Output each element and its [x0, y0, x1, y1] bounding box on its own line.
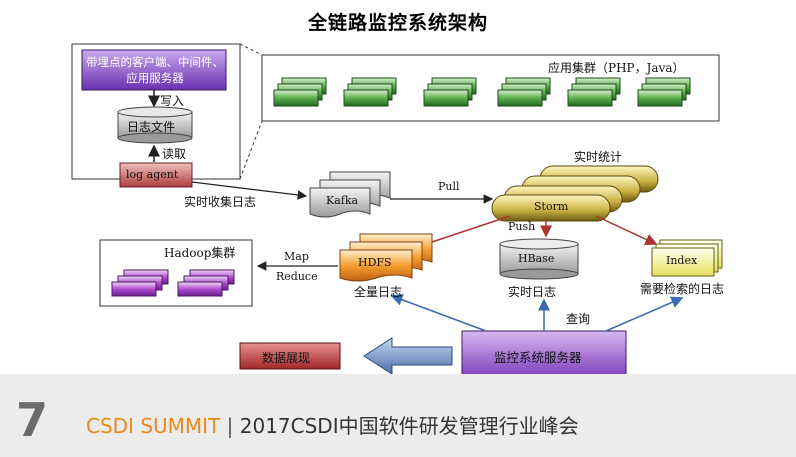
collect-arrow [191, 181, 308, 200]
app-server-stack-6 [637, 77, 691, 107]
realtime-stats-label: 实时统计 [574, 150, 623, 164]
query-arrow-hdfs [390, 294, 487, 332]
log-agent-label: log agent [126, 168, 179, 181]
hdfs-label: HDFS [358, 256, 392, 269]
data-display-box [239, 342, 341, 370]
read-label: 读取 [162, 147, 187, 161]
dashed-connector-bottom [239, 120, 263, 180]
monitor-server-label: 监控系统服务器 [494, 350, 582, 365]
dashed-connector-top [239, 43, 263, 56]
footer-separator: | [226, 414, 234, 438]
app-server-stack-3 [423, 77, 477, 107]
kafka-label: Kafka [326, 194, 359, 207]
realtime-logs-label: 实时日志 [508, 285, 557, 299]
map-label: Map [284, 250, 309, 263]
pull-label: Pull [438, 180, 460, 193]
log-agent-box [119, 162, 193, 188]
log-file-label: 日志文件 [127, 120, 176, 134]
page-title: 全链路监控系统架构 [307, 12, 488, 34]
write-label: 写入 [160, 94, 185, 108]
client-box-label: 带埋点的客户端、中间件、应用服务器 [86, 55, 224, 85]
app-server-stack-1 [273, 77, 327, 107]
push-label: Push [508, 220, 536, 233]
footer-bar [0, 374, 796, 457]
query-label: 查询 [566, 312, 591, 326]
storm-cluster [491, 165, 659, 222]
app-server-stack-2 [343, 77, 397, 107]
log-file-cylinder [117, 106, 193, 144]
index-label: Index [666, 254, 698, 267]
hadoop-server-stack-1 [111, 269, 169, 297]
kafka-stack [309, 171, 391, 218]
hadoop-label: Hadoop集群 [164, 246, 236, 260]
footer-logo: 7 [16, 393, 48, 447]
storm-label: Storm [534, 200, 569, 213]
app-cluster-label: 应用集群（PHP，Java） [548, 61, 685, 75]
footer-text: CSDI SUMMIT | 2017CSDI中国软件研发管理行业峰会 [86, 410, 579, 439]
reduce-label: Reduce [276, 270, 318, 283]
full-logs-label: 全量日志 [354, 285, 403, 299]
data-display-label: 数据展现 [262, 351, 311, 365]
client-box [81, 49, 227, 91]
app-server-stack-4 [497, 77, 551, 107]
hbase-label: HBase [518, 252, 555, 265]
footer-event: 2017CSDI中国软件研发管理行业峰会 [239, 414, 579, 438]
footer-brand: CSDI SUMMIT [86, 414, 221, 438]
monitor-server-box [461, 330, 627, 380]
query-arrow-index [605, 296, 684, 332]
storm-to-index-arrow [595, 215, 658, 245]
search-logs-label: 需要检索的日志 [640, 282, 725, 296]
storm-to-hdfs-arrow [418, 215, 511, 249]
hadoop-server-stack-2 [177, 269, 235, 297]
app-server-stack-5 [567, 77, 621, 107]
realtime-collect-label: 实时收集日志 [184, 195, 257, 209]
index-stack [651, 239, 723, 277]
hbase-cylinder [499, 238, 579, 280]
hdfs-stack [339, 233, 433, 282]
display-arrow [363, 337, 453, 375]
